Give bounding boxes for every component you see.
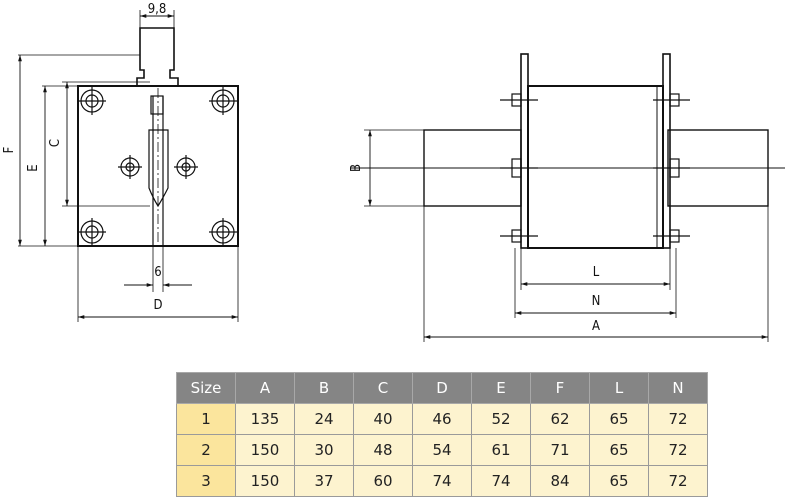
label-n: N [592,294,601,309]
header-size: Size [176,372,236,404]
header-f: F [530,372,590,404]
cell-l: 65 [589,434,649,466]
cell-f: 71 [530,434,590,466]
cell-f: 84 [530,465,590,497]
dimensions-table: Size A B C D E F L N 1 135 24 40 46 52 6… [176,372,708,497]
header-d: D [412,372,472,404]
cell-f: 62 [530,403,590,435]
label-a: A [592,319,600,334]
header-l: L [589,372,649,404]
nut-left-top [500,93,538,107]
cell-d: 54 [412,434,472,466]
bolt-hole-bottom-right [209,218,237,246]
cell-e: 61 [471,434,531,466]
cell-l: 65 [589,465,649,497]
blade-slot [148,129,169,208]
label-6: 6 [154,265,161,280]
cell-a: 150 [235,434,295,466]
end-plate-left [520,53,529,249]
cell-l: 65 [589,403,649,435]
cell-b: 37 [294,465,354,497]
side-view [350,53,785,342]
label-b: B [349,164,364,172]
cell-n: 72 [648,434,708,466]
cell-size: 3 [176,465,236,497]
cell-size: 2 [176,434,236,466]
table-row: 2 150 30 48 54 61 71 65 72 [176,434,708,466]
label-d: D [153,298,162,313]
cell-d: 74 [412,465,472,497]
label-c: C [48,139,63,147]
bolt-hole-mid-right [174,155,198,179]
cell-size: 1 [176,403,236,435]
nut-left-mid [500,158,538,178]
cell-d: 46 [412,403,472,435]
table-row: 3 150 37 60 74 74 84 65 72 [176,465,708,497]
table-header-row: Size A B C D E F L N [176,372,708,404]
fuse-body-side [527,85,664,249]
nut-right-top [653,93,690,107]
nut-left-bottom [500,229,538,243]
cell-c: 40 [353,403,413,435]
label-l: L [593,265,600,280]
nut-right-bottom [653,229,690,243]
header-e: E [471,372,531,404]
bolt-hole-bottom-left [78,218,106,246]
top-tab [136,27,179,86]
table-row: 1 135 24 40 46 52 62 65 72 [176,403,708,435]
cell-e: 52 [471,403,531,435]
front-view [18,10,239,322]
cell-b: 30 [294,434,354,466]
bolt-hole-top-right [209,87,237,115]
cell-n: 72 [648,465,708,497]
label-e: E [26,164,41,171]
cell-b: 24 [294,403,354,435]
cell-a: 135 [235,403,295,435]
header-c: C [353,372,413,404]
header-a: A [235,372,295,404]
label-9-8: 9,8 [148,2,167,17]
cell-c: 48 [353,434,413,466]
cell-c: 60 [353,465,413,497]
bolt-hole-top-left [78,87,106,115]
bolt-hole-mid-left [118,155,142,179]
label-f: F [2,146,17,153]
nut-right-mid [653,158,690,178]
fuse-dimension-drawing: 9,8 F E C 6 D [2,2,785,342]
cell-a: 150 [235,465,295,497]
cell-n: 72 [648,403,708,435]
header-b: B [294,372,354,404]
cell-e: 74 [471,465,531,497]
header-n: N [648,372,708,404]
end-plate-right [662,53,671,249]
